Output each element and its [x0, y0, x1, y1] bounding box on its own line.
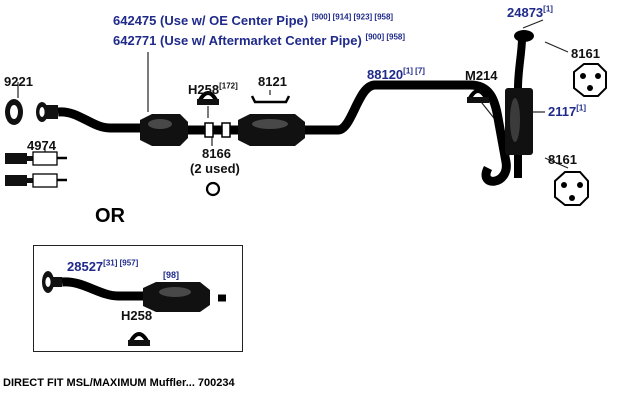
hanger-8161-bottom: [554, 171, 589, 206]
clamp-8166-a: [204, 122, 214, 138]
part-number: 2117: [548, 104, 577, 119]
clamp-h258: [197, 91, 219, 105]
label-8161-bottom: 8161: [548, 152, 577, 167]
hanger-8121: [250, 95, 291, 104]
label-28527: 28527[31] [957]: [67, 259, 138, 274]
label-4974: 4974: [27, 138, 56, 153]
or-label: OR: [95, 205, 125, 227]
clamp-8166-b: [221, 122, 231, 138]
leader-24873: [522, 19, 544, 29]
label-9221: 9221: [4, 74, 33, 89]
gasket-9221: [5, 99, 23, 125]
part-description: (Use w/ Aftermarket Center Pipe): [156, 33, 362, 48]
label-m214: M214: [465, 68, 498, 83]
label-8161-top: 8161: [571, 46, 600, 61]
part-refs: [172]: [219, 81, 238, 91]
part-refs: [1]: [576, 103, 586, 113]
label-2117: 2117[1]: [548, 104, 586, 119]
label-24873: 24873[1]: [507, 5, 553, 20]
part-number: 24873: [507, 5, 544, 20]
hanger-8161-top: [573, 63, 607, 97]
inset-converter: [143, 282, 210, 312]
part-refs: [900] [958]: [365, 32, 406, 42]
label-8166: 8166: [202, 146, 231, 161]
label-642475: 642475 (Use w/ OE Center Pipe) [900] [91…: [113, 13, 393, 28]
springs-4974: [5, 151, 67, 188]
inset-clamp-h258: [128, 332, 150, 346]
part-refs: [31] [957]: [103, 258, 139, 268]
part-refs: [900] [914] [923] [958]: [311, 12, 394, 22]
part-refs: [1]: [543, 4, 553, 14]
clamp-m214: [467, 89, 489, 103]
label-88120: 88120[1] [7]: [367, 67, 425, 82]
label-ref-98: [98]: [163, 270, 180, 280]
inset-box: [33, 245, 243, 352]
gasket-8166: [205, 181, 221, 197]
label-h258-inset: H258: [121, 308, 153, 323]
inset-flange: [42, 271, 62, 293]
leader-8161-top: [544, 41, 569, 53]
inset-pipe-28527: [61, 277, 146, 301]
part-number: H258: [188, 82, 220, 97]
tailpipe-tip: [514, 30, 534, 42]
label-h258-main: H258[172]: [188, 82, 238, 97]
label-642771: 642771 (Use w/ Aftermarket Center Pipe) …: [113, 33, 405, 48]
label-8166-note: (2 used): [190, 161, 240, 176]
front-pipe: [57, 107, 150, 133]
center-pipe-88120: [305, 80, 511, 186]
part-number: 28527: [67, 259, 104, 274]
part-description: (Use w/ OE Center Pipe): [156, 13, 309, 28]
part-number: 642475: [113, 13, 157, 28]
label-8121: 8121: [258, 74, 287, 89]
tailpipe-24873: [514, 37, 526, 89]
part-refs: [1] [7]: [403, 66, 425, 76]
front-flange: [36, 102, 58, 122]
part-number: 642771: [113, 33, 157, 48]
leader-8161-bottom: [544, 157, 569, 169]
footer-text: DIRECT FIT MSL/MAXIMUM Muffler... 700234: [3, 377, 235, 389]
part-number: 88120: [367, 67, 404, 82]
converter-642475: [140, 114, 188, 146]
converter-642771: [238, 114, 305, 146]
